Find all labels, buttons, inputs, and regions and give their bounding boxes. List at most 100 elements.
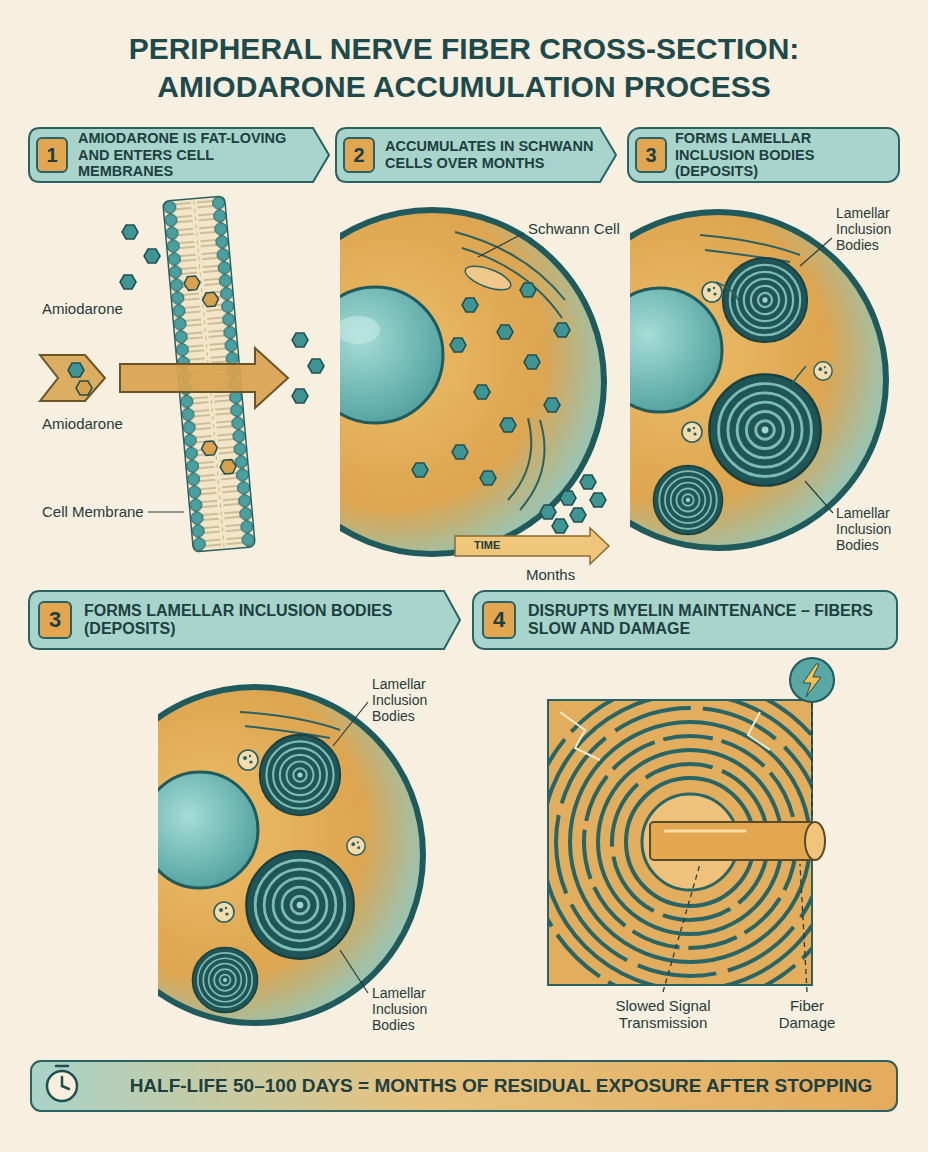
step-number: 3	[635, 137, 667, 173]
part-label: Lamellar Inclusion Bodies	[836, 505, 906, 553]
cell-membrane	[202, 292, 219, 307]
myelin-cross-section	[556, 708, 812, 976]
schwann-cell	[260, 735, 341, 816]
schwann-cell	[814, 362, 832, 380]
schwann-cell	[709, 374, 820, 485]
step-number: 3	[38, 601, 72, 639]
callout-number: 2	[345, 139, 373, 171]
clock-icon	[61, 1077, 64, 1086]
title: PERIPHERAL NERVE FIBER CROSS-SECTION: AM…	[54, 30, 874, 106]
schwann-cell	[340, 287, 443, 423]
part-label: Cell Membrane	[42, 503, 144, 520]
step-text: ACCUMULATES IN SCHWANN CELLS OVER MONTHS	[385, 129, 594, 181]
schwann-cell	[412, 463, 428, 477]
time-arrow	[455, 528, 609, 564]
step-banner: FORMS LAMELLAR INCLUSION BODIES (DEPOSIT…	[627, 127, 900, 183]
schwann-cell	[520, 420, 545, 510]
schwann-cell	[702, 282, 722, 302]
molecules	[590, 493, 606, 507]
banner-shape	[29, 128, 329, 182]
schwann-cell	[630, 288, 722, 412]
part-label: Lamellar Inclusion Bodies	[372, 985, 442, 1033]
schwann-cell	[158, 687, 423, 1023]
leader-line	[800, 238, 832, 266]
myelin-cross-section	[560, 712, 600, 760]
schwann-cell	[682, 422, 702, 442]
schwann-cell	[462, 261, 513, 294]
myelin-cross-section	[803, 664, 821, 697]
molecules	[120, 275, 136, 289]
schwann-cell	[716, 282, 738, 300]
schwann-cell	[238, 750, 258, 770]
cell-membrane	[220, 459, 237, 474]
time-arrow	[455, 528, 609, 564]
axis-label: TIME	[474, 539, 500, 552]
molecules	[120, 225, 324, 403]
leader-line	[333, 702, 368, 746]
step-text: FORMS LAMELLAR INCLUSION BODIES (DEPOSIT…	[84, 592, 436, 648]
step-banner: ACCUMULATES IN SCHWANN CELLS OVER MONTHS…	[335, 127, 618, 183]
molecules	[540, 475, 606, 533]
schwann-cell	[450, 338, 466, 352]
schwann-cell	[214, 902, 234, 922]
schwann-cell	[340, 316, 380, 344]
schwann-cell	[158, 687, 423, 1023]
step-number: 2	[343, 137, 375, 173]
step-banner: DISRUPTS MYELIN MAINTENANCE – FIBERS SLO…	[472, 590, 898, 650]
schwann-cell	[520, 283, 536, 297]
myelin-cross-section	[528, 658, 852, 1004]
step-text: HALF-LIFE 50–100 DAYS = MONTHS OF RESIDU…	[114, 1062, 888, 1110]
myelin-cross-section	[748, 712, 770, 750]
schwann-cell	[524, 355, 540, 369]
leader-line	[148, 511, 184, 512]
myelin-cross-section	[800, 864, 807, 992]
schwann-cell	[452, 445, 468, 459]
schwann-cell	[630, 212, 886, 548]
entry-arrow	[40, 348, 288, 408]
axis-label: Months	[526, 566, 575, 583]
banner-shape	[29, 591, 460, 649]
schwann-cell	[653, 465, 722, 534]
entry-arrow	[40, 355, 105, 401]
molecules	[308, 359, 324, 373]
part-label: Amiodarone	[42, 415, 123, 432]
entry-arrow	[120, 348, 288, 408]
part-label: Amiodarone	[42, 300, 123, 317]
leader-line	[805, 481, 833, 513]
molecules	[292, 333, 308, 347]
callout-number: 1	[38, 139, 66, 171]
molecules	[570, 508, 586, 522]
myelin-cross-section	[548, 700, 812, 985]
step-text: FORMS LAMELLAR INCLUSION BODIES (DEPOSIT…	[675, 129, 894, 181]
myelin-cross-section	[663, 864, 700, 992]
schwann-cell	[723, 258, 807, 342]
clock-icon	[47, 1071, 77, 1101]
molecules	[292, 389, 308, 403]
molecules	[552, 519, 568, 533]
leader-line	[478, 233, 524, 257]
schwann-cell	[340, 210, 604, 554]
molecules	[144, 249, 160, 263]
schwann-cell	[497, 325, 513, 339]
callout-number: 3	[40, 603, 70, 637]
myelin-cross-section	[548, 700, 812, 985]
step-number: 1	[36, 137, 68, 173]
schwann-cell	[500, 418, 516, 432]
banner-shape	[336, 128, 616, 182]
step-number: 4	[482, 601, 516, 639]
schwann-cell	[347, 837, 365, 855]
schwann-cell	[462, 298, 478, 312]
part-label: Slowed Signal Transmission	[606, 997, 720, 1032]
schwann-cell	[544, 398, 560, 412]
myelin-cross-section	[548, 700, 812, 985]
myelin-cross-section	[650, 822, 815, 860]
part-label: Schwann Cell	[528, 220, 620, 237]
molecules	[560, 491, 576, 505]
leader-line	[340, 950, 368, 993]
molecules	[122, 225, 138, 239]
part-label: Lamellar Inclusion Bodies	[836, 205, 906, 253]
cell-membrane	[201, 441, 218, 456]
footer-band	[31, 1061, 897, 1111]
step-text: DISRUPTS MYELIN MAINTENANCE – FIBERS SLO…	[528, 592, 888, 648]
step-text: AMIODARONE IS FAT-LOVING AND ENTERS CELL…	[78, 129, 307, 181]
